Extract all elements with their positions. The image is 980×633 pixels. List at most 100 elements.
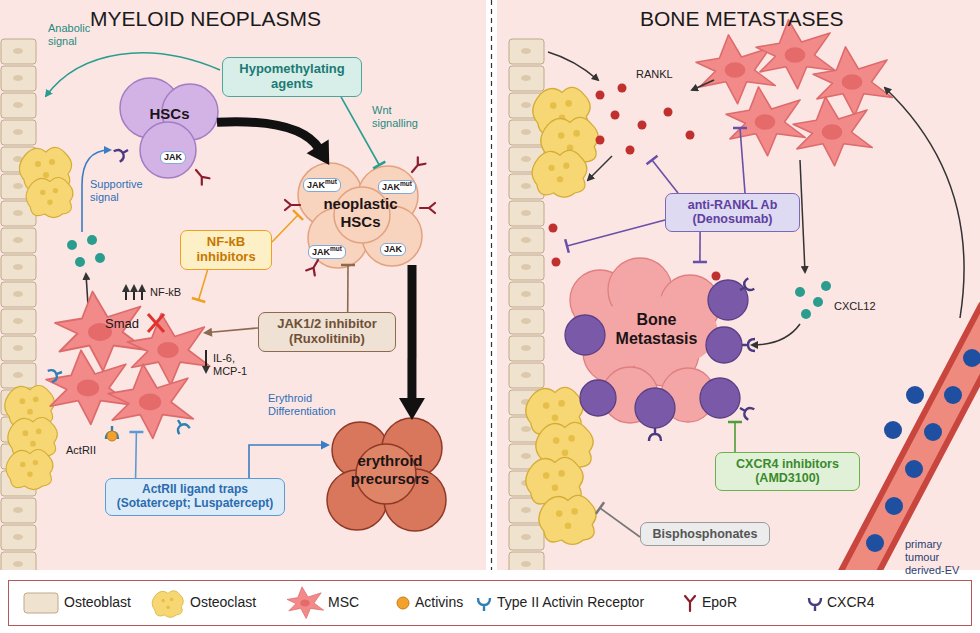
- bone-metastasis-cells: [706, 327, 742, 363]
- legend-text: MSC: [328, 594, 359, 611]
- drug-box: NF-kB inhibitors: [180, 230, 272, 270]
- osteoclast-group: [26, 178, 73, 218]
- inhibition-bar: [129, 431, 143, 434]
- signal-label: Anabolic signal: [48, 22, 106, 48]
- node-text: Bone Metastasis: [602, 310, 712, 348]
- inhibition-bar: [341, 264, 355, 267]
- bone-metastasis-cells: [565, 315, 605, 355]
- connector: [399, 265, 425, 420]
- legend-text: CXCR4: [827, 594, 874, 611]
- cxcl12-signal: [752, 324, 800, 345]
- drug-box: ActRII ligand traps (Sotatercept; Luspat…: [105, 478, 285, 516]
- panel-title: MYELOID NEOPLASMS: [90, 6, 321, 31]
- blood-vessel: [866, 534, 884, 552]
- rankl-dots: [626, 146, 635, 155]
- legend-frame: [9, 581, 972, 626]
- cxcl12-signal: [800, 160, 805, 272]
- bone-metastasis-cells: [565, 258, 755, 441]
- msc-cells-left: [141, 286, 143, 300]
- arrow-head: [399, 398, 425, 420]
- rankl-dots: [548, 52, 598, 80]
- neoplastic-cells: [285, 200, 300, 210]
- blood-vessel: [845, 315, 980, 570]
- legend-icons: [478, 598, 490, 611]
- blood-vessel: [905, 460, 923, 478]
- legend-icons: [809, 598, 821, 611]
- molecule-label: RANKL: [636, 68, 673, 81]
- legend-frame: [9, 581, 972, 626]
- neoplastic-cells: [420, 203, 435, 213]
- msc-cells-left: [173, 417, 190, 434]
- legend-icons: [24, 587, 821, 619]
- connector-line: [217, 122, 319, 149]
- rankl-dots: [664, 108, 673, 117]
- mutation-superscript: mut: [400, 180, 412, 187]
- molecule-label: IL-6, MCP-1: [213, 352, 255, 378]
- legend-entry: Type II Activin Receptor: [497, 594, 644, 611]
- connector: [217, 122, 329, 165]
- legend-entry: Osteoblast: [64, 594, 131, 611]
- legend-icons: [24, 593, 58, 613]
- jak-text: JAK: [307, 180, 325, 190]
- neoplastic-cells: [306, 258, 322, 276]
- supportive-signal: [75, 257, 85, 267]
- connector: [693, 232, 707, 262]
- arrow-head: [203, 328, 212, 337]
- blood-vessel: [963, 349, 980, 367]
- legend-text: Activins: [415, 594, 463, 611]
- blood-vessel: [924, 423, 942, 441]
- denosumab-inhibition: [565, 239, 569, 253]
- jak-tag: JAKmut: [303, 178, 341, 192]
- bone-metastasis-cells: [708, 280, 748, 320]
- jak-tag: JAKmut: [308, 245, 346, 259]
- drug-box: Bisphosphonates: [640, 522, 770, 546]
- supportive-signal: [82, 150, 110, 232]
- rankl-dots: [596, 91, 605, 100]
- blood-vessel: [944, 386, 962, 404]
- jak-text: JAK: [312, 247, 330, 257]
- supportive-signal: [87, 235, 97, 245]
- connector-line: [135, 432, 137, 478]
- receptor-label-text: ActRII: [66, 444, 96, 457]
- metastasis-cluster: Bone Metastasis: [573, 262, 740, 422]
- rankl-dots: [611, 111, 620, 120]
- hsc-cells: [140, 122, 196, 178]
- legend-entry: CXCR4: [827, 594, 874, 611]
- vessel-label-text: primary tumour derived-EV: [905, 538, 973, 578]
- osteoblast-layer: [0, 38, 38, 570]
- cxcl12-signal: [752, 160, 831, 345]
- molecule-label-text: RANKL: [636, 68, 673, 81]
- bone-metastasis-cells: [594, 296, 718, 368]
- connector: [728, 422, 742, 452]
- arrow-head: [321, 440, 330, 449]
- osteoclast-group: [6, 450, 53, 490]
- osteoclast-group: [539, 495, 596, 544]
- legend-entry: EpoR: [702, 594, 737, 611]
- bone-metastasis-cells: [649, 428, 661, 441]
- neoplastic-hsc-cluster: neoplastic HSCsJAKmutJAKmutJAKmutJAK: [298, 165, 423, 265]
- cxcl12-signal: [813, 297, 823, 307]
- panel-ground: [0, 0, 486, 570]
- hsc-cells: [114, 145, 131, 162]
- denosumab-inhibition: [652, 160, 678, 193]
- bisphosphonate-inhibition: [600, 508, 640, 537]
- supportive-signal: [95, 253, 105, 263]
- legend-text: EpoR: [702, 594, 737, 611]
- rankl-dots: [596, 136, 605, 145]
- connector-line: [699, 232, 701, 262]
- jak-tag: JAKmut: [378, 180, 416, 194]
- msc-cells-left: [107, 431, 117, 441]
- receptor-label: ActRII: [66, 444, 96, 457]
- node-text: Hypomethylating agents: [230, 62, 354, 92]
- blood-vessel: [845, 88, 980, 570]
- connector: [272, 210, 303, 242]
- blood-vessel: [906, 386, 924, 404]
- signal-label-text: Anabolic signal: [48, 22, 106, 48]
- drug-box: Hypomethylating agents: [222, 57, 362, 97]
- panel-ground: [0, 0, 980, 570]
- osteoblast-layer: [0, 38, 546, 570]
- hsc-cells: [192, 167, 209, 185]
- msc-cells-left: [148, 314, 164, 332]
- rankl-dots: [692, 80, 714, 90]
